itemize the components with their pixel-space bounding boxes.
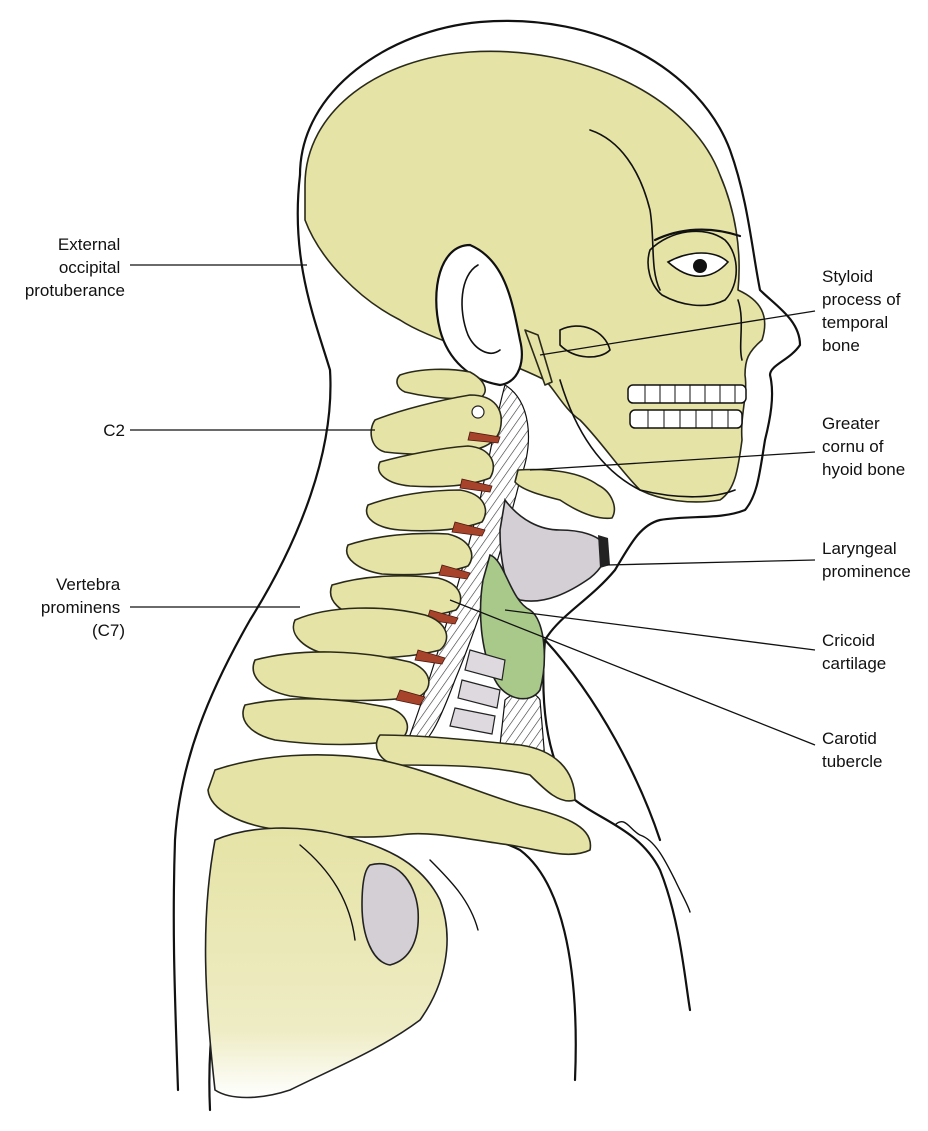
label-external-occipital: External occipital protuberance: [25, 235, 125, 300]
label-greater-cornu: Greater cornu of hyoid bone: [822, 414, 905, 479]
vertebra-c2: [371, 395, 501, 454]
label-carotid: Carotid tubercle: [822, 729, 882, 771]
leader-laryngeal: [607, 560, 815, 565]
pupil: [693, 259, 707, 273]
label-cricoid: Cricoid cartilage: [822, 631, 886, 673]
label-vertebra-prominens: Vertebra prominens (C7): [41, 575, 125, 640]
label-styloid: Styloid process of temporal bone: [822, 267, 905, 355]
vertebra-c4: [367, 490, 486, 531]
vertebra-c7: [293, 608, 446, 658]
front-body-outline: [545, 640, 660, 840]
label-c2: C2: [103, 421, 125, 440]
label-laryngeal: Laryngeal prominence: [822, 539, 911, 581]
hyoid-bone: [515, 470, 614, 519]
laryngeal-notch: [598, 535, 610, 568]
artist-signature: [615, 822, 690, 912]
shoulder-mass: [206, 828, 448, 1097]
